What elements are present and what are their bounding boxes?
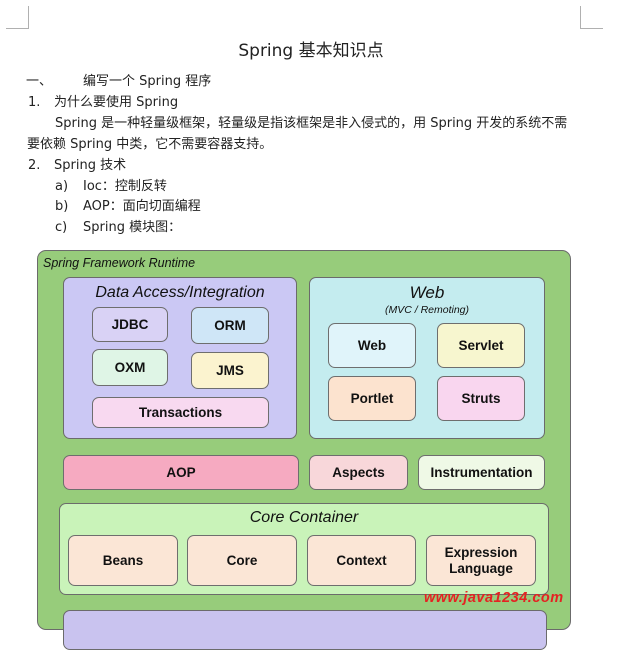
module-instrumentation: Instrumentation — [418, 455, 545, 490]
item-2-number: 2. — [28, 158, 41, 173]
item-2-title: Spring 技术 — [54, 158, 127, 173]
test-group-partial — [63, 610, 547, 650]
module-context: Context — [307, 535, 416, 586]
module-core: Core — [187, 535, 297, 586]
sub-item-c-text: Spring 模块图： — [83, 220, 182, 235]
module-oxm: OXM — [92, 349, 168, 386]
web-subtitle: (MVC / Remoting) — [384, 304, 469, 316]
page-corner-mark-top-right — [580, 6, 603, 29]
page-corner-mark-top-left — [6, 6, 29, 29]
runtime-label: Spring Framework Runtime — [43, 256, 196, 270]
sub-item-b-marker: b) — [55, 199, 69, 214]
module-portlet: Portlet — [328, 376, 416, 421]
module-jms: JMS — [191, 352, 269, 389]
module-servlet: Servlet — [437, 323, 525, 368]
section-title: 编写一个 Spring 程序 — [83, 74, 212, 89]
sub-item-b-text: AOP：面向切面编程 — [83, 199, 201, 214]
module-orm: ORM — [191, 307, 269, 344]
module-aop: AOP — [63, 455, 299, 490]
section-number: 一、 — [26, 74, 53, 89]
module-expression-language: Expression Language — [426, 535, 536, 586]
module-struts: Struts — [437, 376, 525, 421]
module-beans: Beans — [68, 535, 178, 586]
page-title: Spring 基本知识点 — [238, 41, 384, 61]
watermark-text: www.java1234.com — [424, 590, 564, 606]
spring-module-diagram: Spring Framework Runtime Data Access/Int… — [37, 250, 571, 650]
paragraph-line-1: Spring 是一种轻量级框架，轻量级是指该框架是非入侵式的，用 Spring … — [55, 116, 568, 131]
module-web: Web — [328, 323, 416, 368]
module-transactions: Transactions — [92, 397, 269, 428]
data-access-title: Data Access/Integration — [95, 284, 265, 301]
paragraph-line-2: 要依赖 Spring 中类，它不需要容器支持。 — [27, 137, 273, 152]
item-1-title: 为什么要使用 Spring — [54, 95, 179, 110]
module-jdbc: JDBC — [92, 307, 168, 342]
sub-item-a-text: Ioc：控制反转 — [83, 179, 167, 194]
item-1-number: 1. — [28, 95, 41, 110]
module-aspects: Aspects — [309, 455, 408, 490]
sub-item-c-marker: c) — [55, 220, 68, 235]
core-container-title: Core Container — [249, 509, 359, 526]
sub-item-a-marker: a) — [55, 179, 69, 194]
web-title: Web — [409, 283, 445, 302]
